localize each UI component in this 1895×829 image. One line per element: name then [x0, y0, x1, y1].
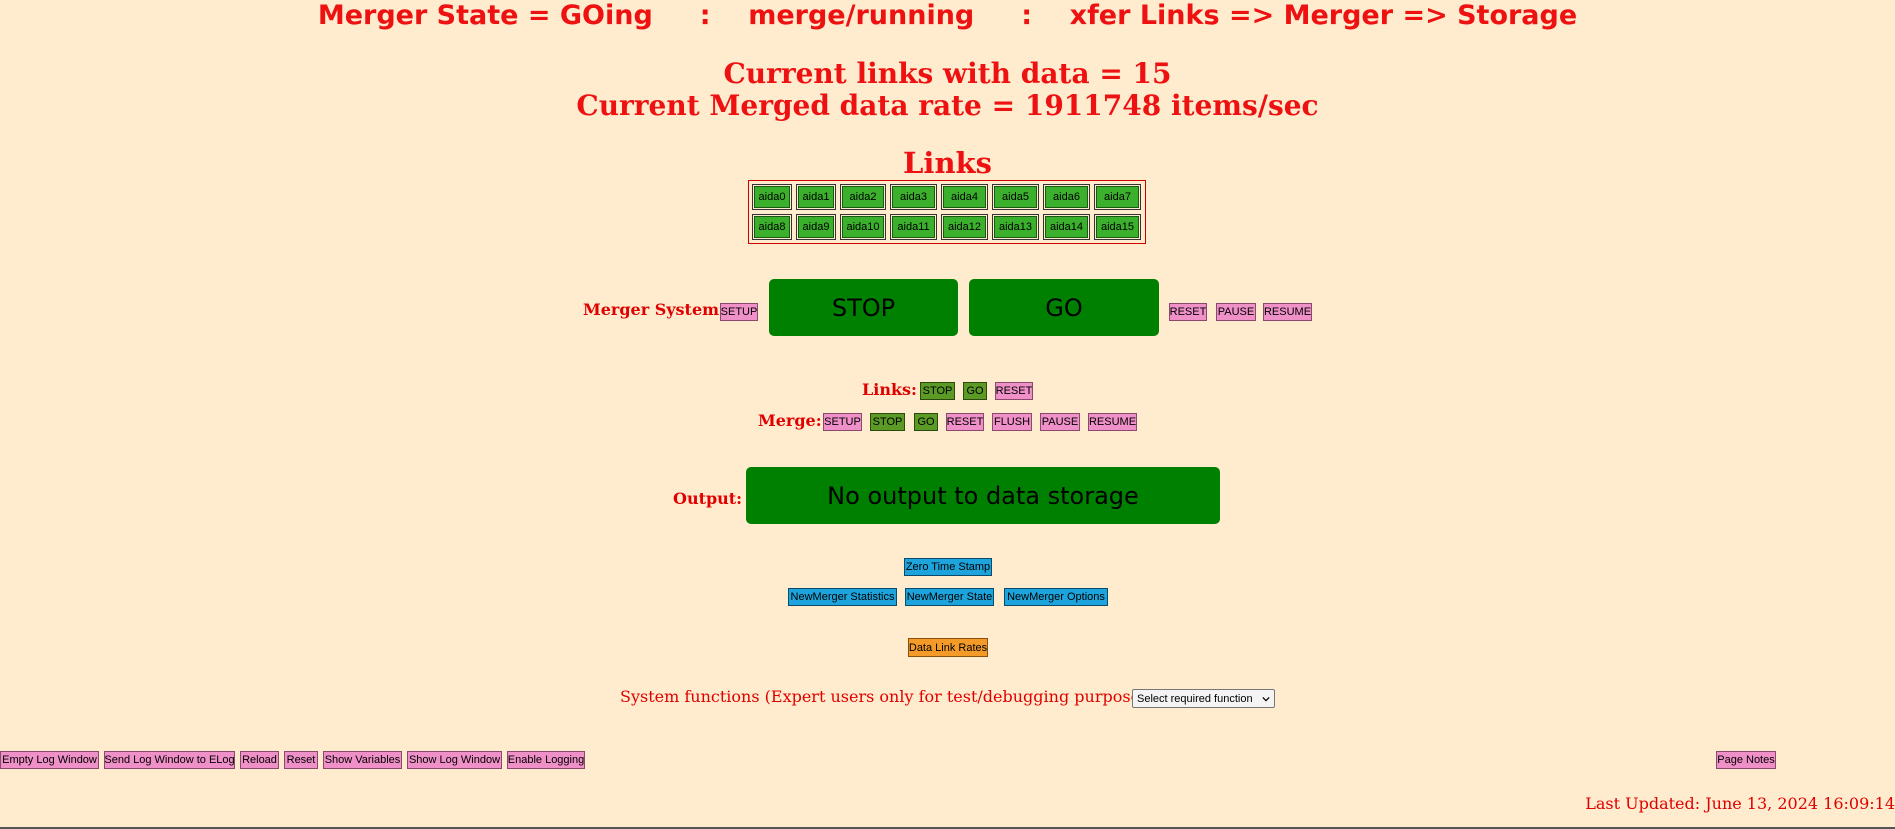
link-label: aida14 — [1045, 216, 1088, 238]
links-controls-label: Links: — [862, 380, 917, 399]
link-aida6[interactable]: aida6 — [1043, 184, 1090, 210]
merge-setup-button[interactable]: SETUP — [823, 413, 862, 431]
merge-flush-button[interactable]: FLUSH — [992, 413, 1032, 431]
links-go-button[interactable]: GO — [963, 382, 987, 400]
link-label: aida1 — [798, 186, 834, 208]
system-function-select[interactable]: Select required function — [1132, 689, 1275, 708]
send-log-to-elog-button[interactable]: Send Log Window to ELog — [104, 751, 235, 769]
merger-system-label: Merger System: — [583, 300, 725, 319]
reset-button[interactable]: Reset — [284, 751, 318, 769]
link-aida7[interactable]: aida7 — [1094, 184, 1141, 210]
link-aida15[interactable]: aida15 — [1094, 214, 1141, 240]
links-row-1: aida8 aida9 aida10 aida11 aida12 aida13 … — [752, 214, 1142, 241]
newmerger-state-button[interactable]: NewMerger State — [905, 588, 994, 606]
output-label: Output: — [673, 489, 743, 508]
link-aida11[interactable]: aida11 — [890, 214, 937, 240]
output-status-button[interactable]: No output to data storage — [746, 467, 1220, 524]
data-link-rates-button[interactable]: Data Link Rates — [908, 638, 988, 657]
merge-go-button[interactable]: GO — [914, 413, 938, 431]
link-label: aida0 — [754, 186, 790, 208]
zero-time-stamp-button[interactable]: Zero Time Stamp — [904, 558, 992, 576]
links-stop-button[interactable]: STOP — [920, 382, 955, 400]
link-aida13[interactable]: aida13 — [992, 214, 1039, 240]
link-label: aida12 — [943, 216, 986, 238]
links-row-0: aida0 aida1 aida2 aida3 aida4 aida5 aida… — [752, 184, 1142, 211]
link-label: aida6 — [1045, 186, 1088, 208]
link-aida3[interactable]: aida3 — [890, 184, 937, 210]
links-title: Links — [903, 146, 992, 180]
chevron-down-icon — [1262, 696, 1270, 701]
merger-setup-button[interactable]: SETUP — [720, 303, 758, 321]
merger-stop-button[interactable]: STOP — [769, 279, 958, 336]
link-label: aida10 — [842, 216, 884, 238]
merge-reset-button[interactable]: RESET — [946, 413, 984, 431]
merge-stop-button[interactable]: STOP — [870, 413, 905, 431]
show-variables-button[interactable]: Show Variables — [323, 751, 402, 769]
newmerger-statistics-button[interactable]: NewMerger Statistics — [788, 588, 897, 606]
link-label: aida13 — [994, 216, 1037, 238]
select-value: Select required function — [1137, 692, 1253, 705]
merger-resume-button[interactable]: RESUME — [1263, 303, 1312, 321]
link-label: aida5 — [994, 186, 1037, 208]
link-label: aida11 — [892, 216, 935, 238]
link-aida8[interactable]: aida8 — [752, 214, 792, 240]
link-aida9[interactable]: aida9 — [796, 214, 836, 240]
link-aida4[interactable]: aida4 — [941, 184, 988, 210]
link-aida14[interactable]: aida14 — [1043, 214, 1090, 240]
enable-logging-button[interactable]: Enable Logging — [507, 751, 585, 769]
last-updated: Last Updated: June 13, 2024 16:09:14 — [1585, 794, 1895, 813]
show-log-window-button[interactable]: Show Log Window — [407, 751, 502, 769]
reload-button[interactable]: Reload — [240, 751, 279, 769]
merger-pause-button[interactable]: PAUSE — [1216, 303, 1256, 321]
empty-log-window-button[interactable]: Empty Log Window — [0, 751, 99, 769]
link-aida2[interactable]: aida2 — [840, 184, 886, 210]
link-label: aida9 — [798, 216, 834, 238]
merge-pause-button[interactable]: PAUSE — [1040, 413, 1080, 431]
bottom-divider — [0, 827, 1895, 829]
link-label: aida4 — [943, 186, 986, 208]
merger-reset-button[interactable]: RESET — [1169, 303, 1207, 321]
link-label: aida15 — [1096, 216, 1139, 238]
link-label: aida2 — [842, 186, 884, 208]
merger-go-button[interactable]: GO — [969, 279, 1159, 336]
links-with-data: Current links with data = 15 — [723, 57, 1172, 90]
link-label: aida8 — [754, 216, 790, 238]
link-aida12[interactable]: aida12 — [941, 214, 988, 240]
link-label: aida3 — [892, 186, 935, 208]
link-aida1[interactable]: aida1 — [796, 184, 836, 210]
link-label: aida7 — [1096, 186, 1139, 208]
link-aida0[interactable]: aida0 — [752, 184, 792, 210]
links-grid: aida0 aida1 aida2 aida3 aida4 aida5 aida… — [748, 180, 1146, 244]
links-reset-button[interactable]: RESET — [995, 382, 1033, 400]
merger-state-line: Merger State = GOing : merge/running : x… — [317, 0, 1578, 31]
merge-controls-label: Merge: — [758, 411, 822, 430]
link-aida10[interactable]: aida10 — [840, 214, 886, 240]
system-functions-label: System functions (Expert users only for … — [620, 687, 1174, 706]
newmerger-options-button[interactable]: NewMerger Options — [1004, 588, 1108, 606]
merge-resume-button[interactable]: RESUME — [1088, 413, 1137, 431]
merged-data-rate: Current Merged data rate = 1911748 items… — [576, 89, 1319, 122]
page-notes-button[interactable]: Page Notes — [1716, 751, 1776, 769]
link-aida5[interactable]: aida5 — [992, 184, 1039, 210]
